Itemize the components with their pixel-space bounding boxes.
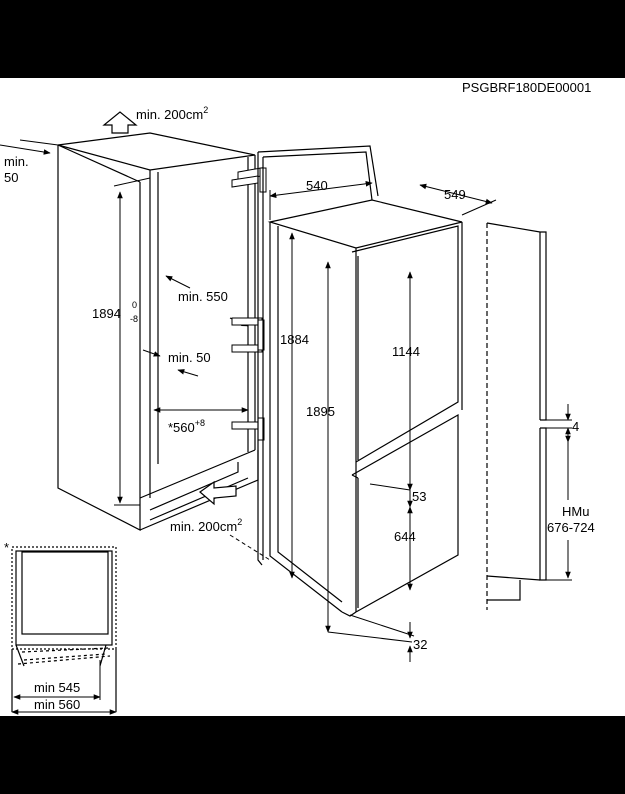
gap-32-label: 32: [413, 637, 427, 652]
vent-bottom-arrow: [199, 480, 237, 506]
vent-top-label: min. 200cm2: [136, 105, 208, 122]
gap-4-label: 4: [572, 419, 579, 434]
door-width-dimension: [269, 181, 373, 220]
min-50-side-dimension: [0, 139, 59, 155]
plan-asterisk: *: [4, 540, 9, 555]
niche-height-label: 1894: [92, 306, 121, 321]
hmu-range-label: 676-724: [547, 520, 595, 535]
gap-53-label: 53: [412, 489, 426, 504]
niche-height-tol-down: -8: [130, 314, 138, 324]
installation-diagram: PSGBRF180DE00001 min. 200cm2 min. 200cm2…: [0, 80, 595, 715]
door-width-label: 540: [306, 178, 328, 193]
niche-height-tol-up: 0: [132, 300, 137, 310]
hinges: [231, 167, 267, 441]
fridge-door-label: 644: [394, 529, 416, 544]
gap-53-dimension: [369, 483, 413, 508]
niche-depth-label: min. 550: [178, 289, 228, 304]
door-frame-outline: [257, 145, 379, 566]
plan-view: [11, 546, 117, 712]
vent-top-arrow: [102, 111, 138, 134]
niche-width-label: *560+8: [168, 418, 205, 435]
hmu-dimension: [546, 430, 572, 581]
hmu-title-label: HMu: [562, 504, 589, 519]
top-black-band: [0, 0, 625, 78]
min-545-label: min 545: [34, 680, 80, 695]
appliance-depth-label: 549: [444, 187, 466, 202]
gap-32-dimension: [349, 614, 415, 662]
freezer-door-label: 1144: [392, 344, 420, 359]
min-545-dimension: [13, 660, 101, 700]
min-50-side-label-1: min.: [4, 154, 29, 169]
min-560-label: min 560: [34, 697, 80, 712]
total-height-label: 1895: [306, 404, 335, 419]
side-view-profile: [486, 222, 547, 610]
body-height-label: 1884: [280, 332, 309, 347]
niche-cabinet: [57, 132, 259, 531]
niche-height-dimension: [113, 177, 151, 506]
document-code: PSGBRF180DE00001: [462, 80, 591, 95]
bottom-black-band: [0, 716, 625, 794]
appliance-body: [267, 199, 463, 617]
rear-gap-dimension: [142, 349, 199, 377]
min-50-side-label-2: 50: [4, 170, 18, 185]
vent-bottom-label: min. 200cm2: [170, 517, 242, 534]
vent-bottom-leader: [229, 534, 271, 561]
appliance-depth-dimension: [419, 183, 497, 216]
total-height-dimension: [325, 261, 413, 643]
rear-gap-label: min. 50: [168, 350, 211, 365]
installation-drawing: PSGBRF180DE00001 min. 200cm2 min. 200cm2…: [0, 78, 625, 716]
